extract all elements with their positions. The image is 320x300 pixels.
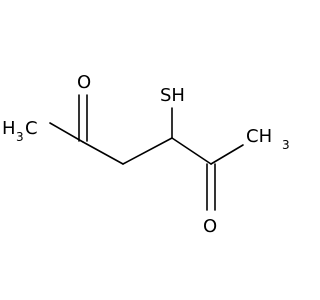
bond-chsh-to-carbonyl-right (171, 137, 212, 165)
bond-carbonyl-right-to-methyl (210, 144, 244, 165)
atom-methyl-right-subscript: 3 (282, 138, 290, 152)
atom-methyl-left-c: C (25, 118, 38, 139)
atom-thiol-sh: SH (160, 85, 185, 106)
atom-methyl-right-ch: CH (246, 126, 272, 147)
bond-methyl-left-to-carbonyl (49, 122, 84, 143)
atom-oxygen-right: O (203, 216, 217, 237)
atom-labels: O SH O H 3 C CH 3 (2, 72, 290, 237)
molecule-structure-diagram: O SH O H 3 C CH 3 (2, 72, 290, 237)
bond-ch2-to-chsh (122, 137, 173, 165)
bond-carbonyl-left-to-ch2 (82, 141, 124, 165)
atom-methyl-left-subscript: 3 (16, 130, 24, 144)
atom-oxygen-left: O (77, 72, 91, 93)
bonds (49, 94, 244, 211)
atom-methyl-left-h: H (2, 118, 16, 139)
